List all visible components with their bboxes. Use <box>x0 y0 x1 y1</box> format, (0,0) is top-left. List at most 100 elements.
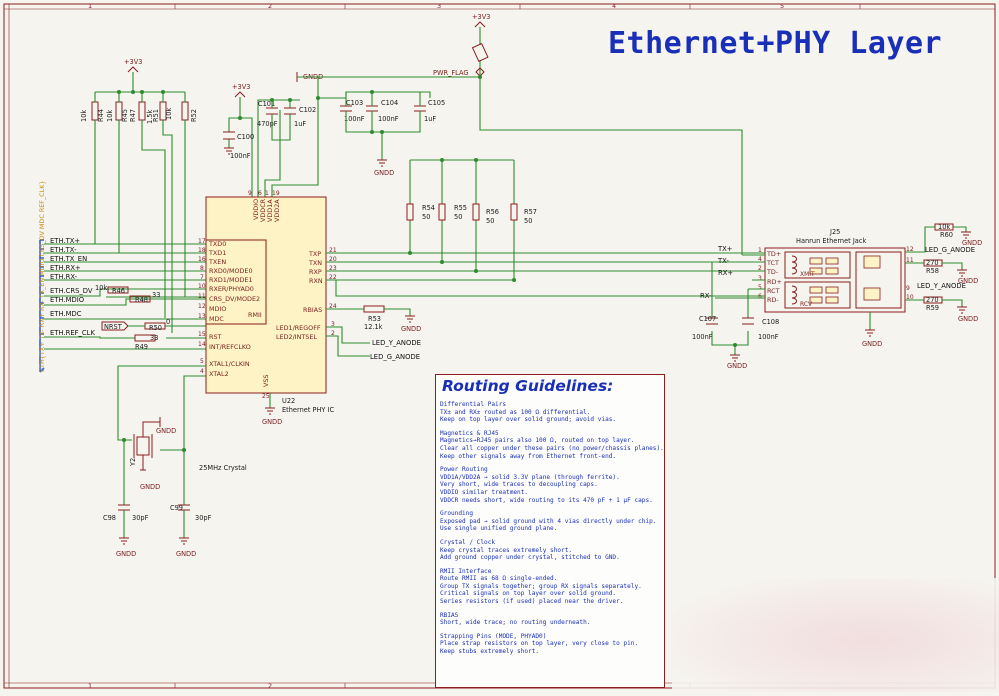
schematic-text: 50 <box>524 217 532 225</box>
schematic-text: C102 <box>299 106 316 114</box>
capacitor-c108: C108 100nF <box>742 317 779 341</box>
schematic-text: 14 <box>198 341 206 348</box>
guideline-line: VDD1A/VDD2A → solid 3.3V plane (through … <box>440 473 620 481</box>
schematic-text: 50 <box>422 213 430 221</box>
border-col-4: 4 <box>612 2 616 10</box>
schematic-text: RXER/PHYAD0 <box>209 285 254 293</box>
schematic-text: RXP <box>309 268 322 276</box>
schematic-text: 10k <box>95 284 107 292</box>
guideline-heading: Magnetics & RJ45 <box>440 429 499 437</box>
ic-top-pins: VDDIO VDDCR VDD1A VDD2A 9 6 1 19 <box>248 190 281 222</box>
schematic-text: 1.5k <box>146 110 154 124</box>
schematic-text: R53 <box>368 315 381 323</box>
schematic-text: RBIAS <box>303 306 322 314</box>
guideline-line: Keep stubs extremely short. <box>440 648 540 656</box>
capacitor-c101: C101 470pF <box>257 100 278 128</box>
schematic-text: 2 <box>331 330 335 337</box>
net-led-y-anode: LED_Y_ANODE <box>372 339 421 347</box>
pullup-resistor-bank: 10k R44 10k R45 R47 1.5k R51 10k R52 <box>80 92 198 333</box>
net-jack-led-y-anode: LED_Y_ANODE <box>917 282 966 290</box>
schematic-text: 12 <box>198 303 206 310</box>
schematic-text: RXN <box>309 277 323 285</box>
schematic-text: XTAL2 <box>209 370 229 378</box>
schematic-text: 6 <box>258 190 262 197</box>
guideline-line: Clear all copper under these pairs (no p… <box>440 444 664 452</box>
schematic-text: TD+ <box>766 250 781 258</box>
net-eth-ref-clk: ETH.REF_CLK <box>50 329 95 337</box>
guideline-heading: RMII Interface <box>440 567 492 575</box>
schematic-text: 100nF <box>758 333 779 341</box>
guideline-heading: RBIAS <box>440 611 459 619</box>
schematic-text: RST <box>209 333 221 341</box>
net-led-g-anode: LED_G_ANODE <box>370 353 420 361</box>
resistor-r44: 10k R44 <box>80 92 105 240</box>
gndd-r58: GNDD <box>958 277 978 285</box>
schematic-text: 10 <box>198 283 206 290</box>
blurred-watermark <box>672 578 999 692</box>
sheet-title: Ethernet+PHY Layer <box>608 26 943 61</box>
guideline-line: Magnetics→RJ45 pairs also 100 Ω, routed … <box>440 437 635 445</box>
schematic-text: C105 <box>428 99 445 107</box>
net-eth-tx-en: ETH.TX_EN <box>50 255 87 263</box>
schematic-text: 0 <box>166 318 170 326</box>
schematic-text: 17 <box>198 238 206 245</box>
guideline-line: Add ground copper under crystal, stitche… <box>440 554 620 562</box>
schematic-text: RCT <box>767 287 780 295</box>
schematic-text: TXD1 <box>208 249 226 257</box>
schematic-text: 4 <box>758 256 762 263</box>
border-col-5: 5 <box>780 2 784 10</box>
schematic-text: 10k <box>106 110 114 122</box>
schematic-text: R55 <box>454 204 467 212</box>
schematic-text: VDDIO <box>252 199 260 220</box>
schematic-text: 13 <box>198 313 206 320</box>
border-col-2-bottom: 2 <box>268 682 272 690</box>
guideline-line: Critical signals on top layer over solid… <box>440 590 617 598</box>
schematic-text: C107 <box>699 315 716 323</box>
border-col-1-bottom: 1 <box>88 682 92 690</box>
schematic-text: R59 <box>926 304 939 312</box>
guideline-line: Short, wide trace; no routing underneath… <box>440 619 591 627</box>
net-tx-minus: TX- <box>717 257 729 265</box>
schematic-text: 10k <box>938 223 950 231</box>
ferrite-bead <box>471 42 489 63</box>
net-eth-rx-plus: ETH.RX+ <box>50 264 81 272</box>
power-3v3-top: +3V3 <box>472 13 490 21</box>
gndd-c98: GNDD <box>116 550 136 558</box>
schematic-text: R51 <box>152 109 160 122</box>
schematic-text: R44 <box>97 109 105 122</box>
schematic-text: RMII <box>248 311 262 319</box>
schematic-text: 270 <box>926 259 939 267</box>
schematic-text: 10k <box>165 108 173 120</box>
schematic-text: 100nF <box>378 115 399 123</box>
resistor-r52: R52 <box>181 92 198 297</box>
schematic-text: 21 <box>329 247 337 254</box>
bus-label-eth: ETH{TX+ TX- RX+ RX- TX_EN MDIO CRS_DV MD… <box>38 181 46 372</box>
schematic-text: 470pF <box>257 120 278 128</box>
schematic-text: INT/REFCLKO <box>209 343 251 351</box>
schematic-text: 24 <box>329 303 337 310</box>
resistor-r45: 10k R45 <box>106 92 129 249</box>
schematic-text: LED2/INTSEL <box>276 333 317 341</box>
schematic-text: C108 <box>762 318 779 326</box>
schematic-text: C98 <box>103 514 116 522</box>
schematic-text: 100nF <box>230 152 251 160</box>
schematic-text: R58 <box>926 267 939 275</box>
guideline-line: TX± and RX± routed as 100 Ω differential… <box>440 408 591 416</box>
schematic-text: XTAL1/CLKIN <box>209 360 250 368</box>
schematic-text: Y2 <box>129 458 137 467</box>
net-eth-rx-minus: ETH.RX- <box>50 273 78 281</box>
crystal-name: 25MHz Crystal <box>199 464 247 472</box>
